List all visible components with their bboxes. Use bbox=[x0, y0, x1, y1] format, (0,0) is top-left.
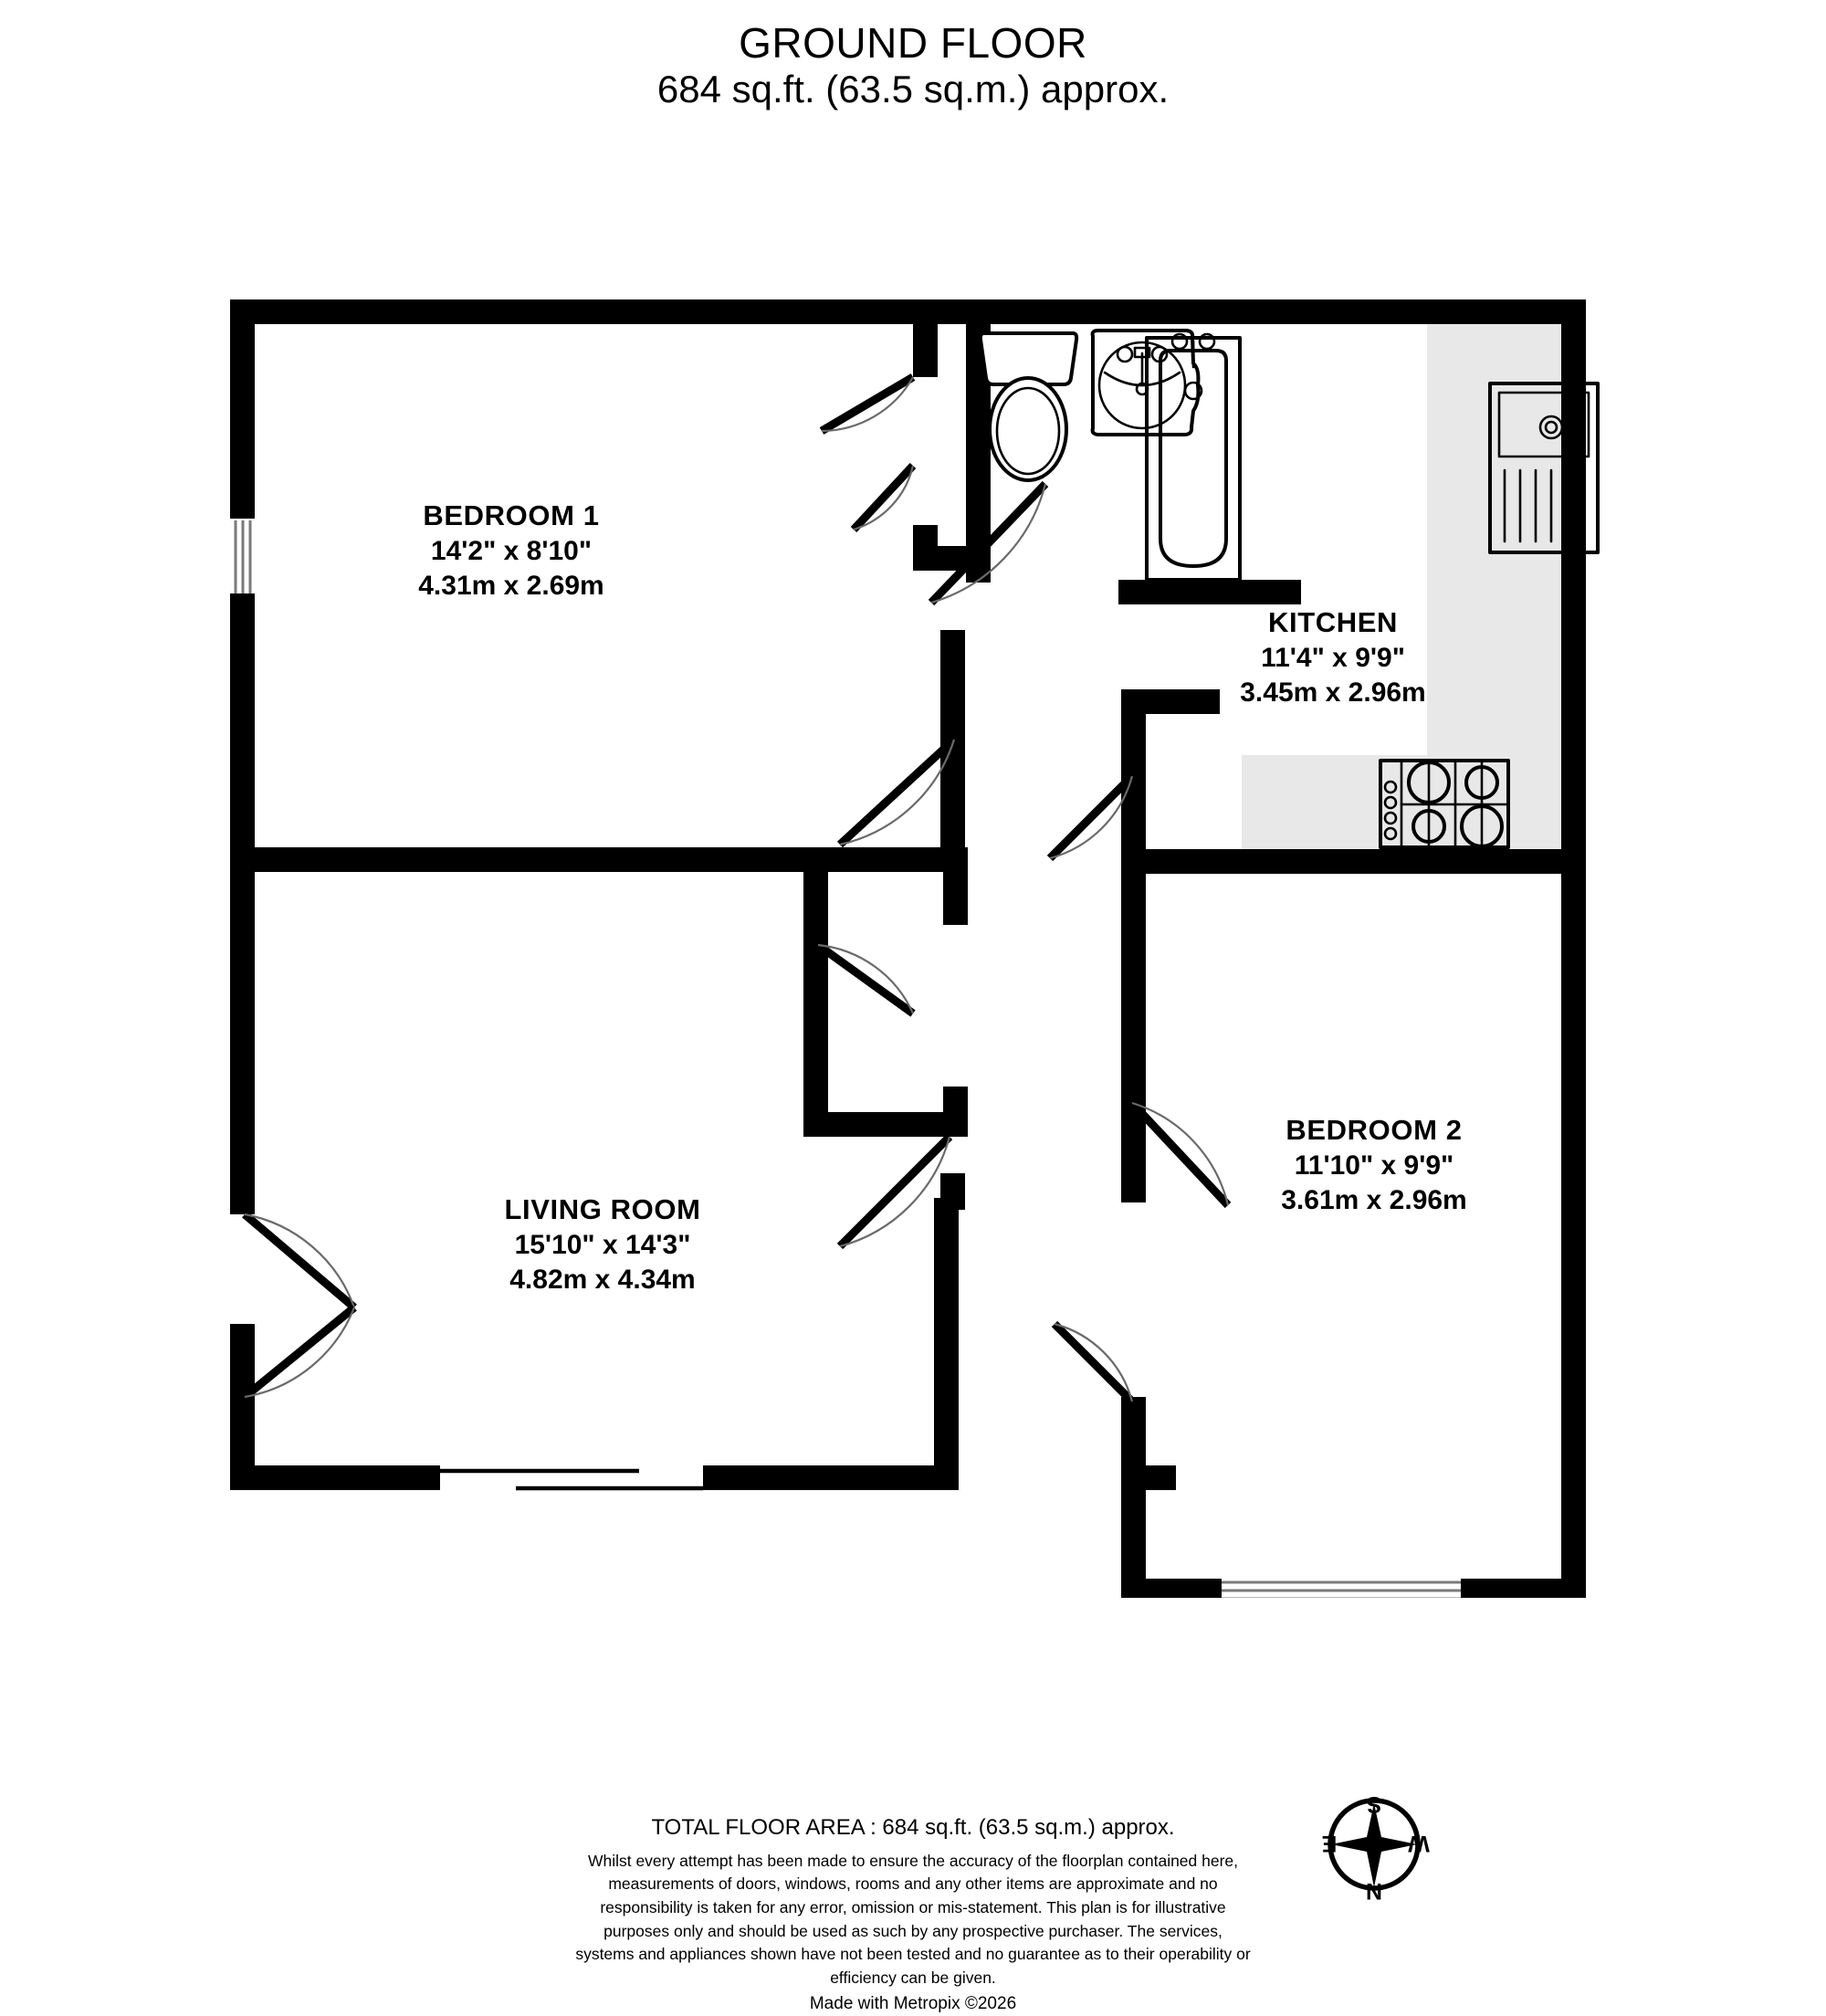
room-name: KITCHEN bbox=[1268, 606, 1398, 638]
floorplan-drawing bbox=[0, 137, 1826, 1598]
window-bedroom1-left bbox=[234, 520, 252, 593]
room-name: LIVING ROOM bbox=[504, 1193, 701, 1225]
plan-header: GROUND FLOOR 684 sq.ft. (63.5 sq.m.) app… bbox=[0, 19, 1826, 110]
door-hall-to-bedroom1 bbox=[836, 736, 958, 848]
room-dimensions-imperial: 11'10" x 9'9" bbox=[1294, 1150, 1454, 1181]
patio-sliding-door-living-room bbox=[440, 1468, 703, 1491]
compass-letter-east: E bbox=[1322, 1831, 1338, 1856]
french-doors-living-room-left bbox=[242, 1211, 357, 1401]
room-dimensions-metric: 3.45m x 2.96m bbox=[1240, 677, 1426, 709]
window-bedroom2-bottom bbox=[1222, 1580, 1461, 1598]
room-dimensions-metric: 4.31m x 2.69m bbox=[418, 571, 604, 602]
page-subtitle-area: 684 sq.ft. (63.5 sq.m.) approx. bbox=[656, 67, 1170, 110]
room-dimensions-imperial: 14'2" x 8'10" bbox=[430, 535, 593, 566]
compass-letter-south: S bbox=[1367, 1791, 1382, 1817]
total-floor-area: TOTAL FLOOR AREA : 684 sq.ft. (63.5 sq.m… bbox=[651, 1815, 1175, 1840]
compass-letter-north: N bbox=[1366, 1878, 1382, 1904]
bathtub-icon bbox=[1145, 332, 1242, 582]
room-label-kitchen: KITCHEN 11'4" x 9'9" 3.45m x 2.96m bbox=[1178, 604, 1488, 710]
toilet-icon bbox=[978, 331, 1079, 482]
room-dimensions-imperial: 15'10" x 14'3" bbox=[514, 1229, 691, 1260]
room-dimensions-imperial: 11'4" x 9'9" bbox=[1261, 642, 1405, 673]
door-hall-to-bedroom2 bbox=[1128, 1099, 1232, 1209]
room-name: BEDROOM 2 bbox=[1286, 1114, 1463, 1146]
room-label-bedroom1: BEDROOM 1 14'2" x 8'10" 4.31m x 2.69m bbox=[338, 498, 685, 604]
plan-footer: TOTAL FLOOR AREA : 684 sq.ft. (63.5 sq.m… bbox=[0, 1812, 1826, 2016]
door-bedroom1-hall bbox=[850, 462, 917, 533]
page-title: GROUND FLOOR bbox=[739, 19, 1087, 67]
door-bedroom1-top bbox=[819, 373, 916, 435]
door-bedroom2-lower bbox=[1051, 1320, 1136, 1405]
room-name: BEDROOM 1 bbox=[423, 499, 600, 531]
metropix-credit: Made with Metropix ©2026 bbox=[809, 1993, 1017, 2013]
disclaimer-text: Whilst every attempt has been made to en… bbox=[575, 1851, 1251, 1988]
floorplan-page: GROUND FLOOR 684 sq.ft. (63.5 sq.m.) app… bbox=[0, 19, 1826, 2013]
compass-letter-west: W bbox=[1408, 1831, 1430, 1856]
room-label-bedroom2: BEDROOM 2 11'10" x 9'9" 3.61m x 2.96m bbox=[1201, 1112, 1548, 1218]
room-dimensions-metric: 3.61m x 2.96m bbox=[1281, 1185, 1467, 1216]
door-hall-cupboard bbox=[815, 941, 916, 1017]
door-hall-to-living-room bbox=[836, 1133, 953, 1250]
room-label-living-room: LIVING ROOM 15'10" x 14'3" 4.82m x 4.34m bbox=[429, 1192, 776, 1297]
compass-rose: N S W E bbox=[1315, 1785, 1433, 1904]
kitchen-sink-icon bbox=[1488, 382, 1600, 554]
door-bathroom bbox=[928, 480, 1049, 606]
hob-icon bbox=[1379, 759, 1510, 849]
walls bbox=[230, 299, 1586, 1598]
room-dimensions-metric: 4.82m x 4.34m bbox=[509, 1265, 696, 1296]
door-hall-to-kitchen bbox=[1046, 772, 1136, 862]
